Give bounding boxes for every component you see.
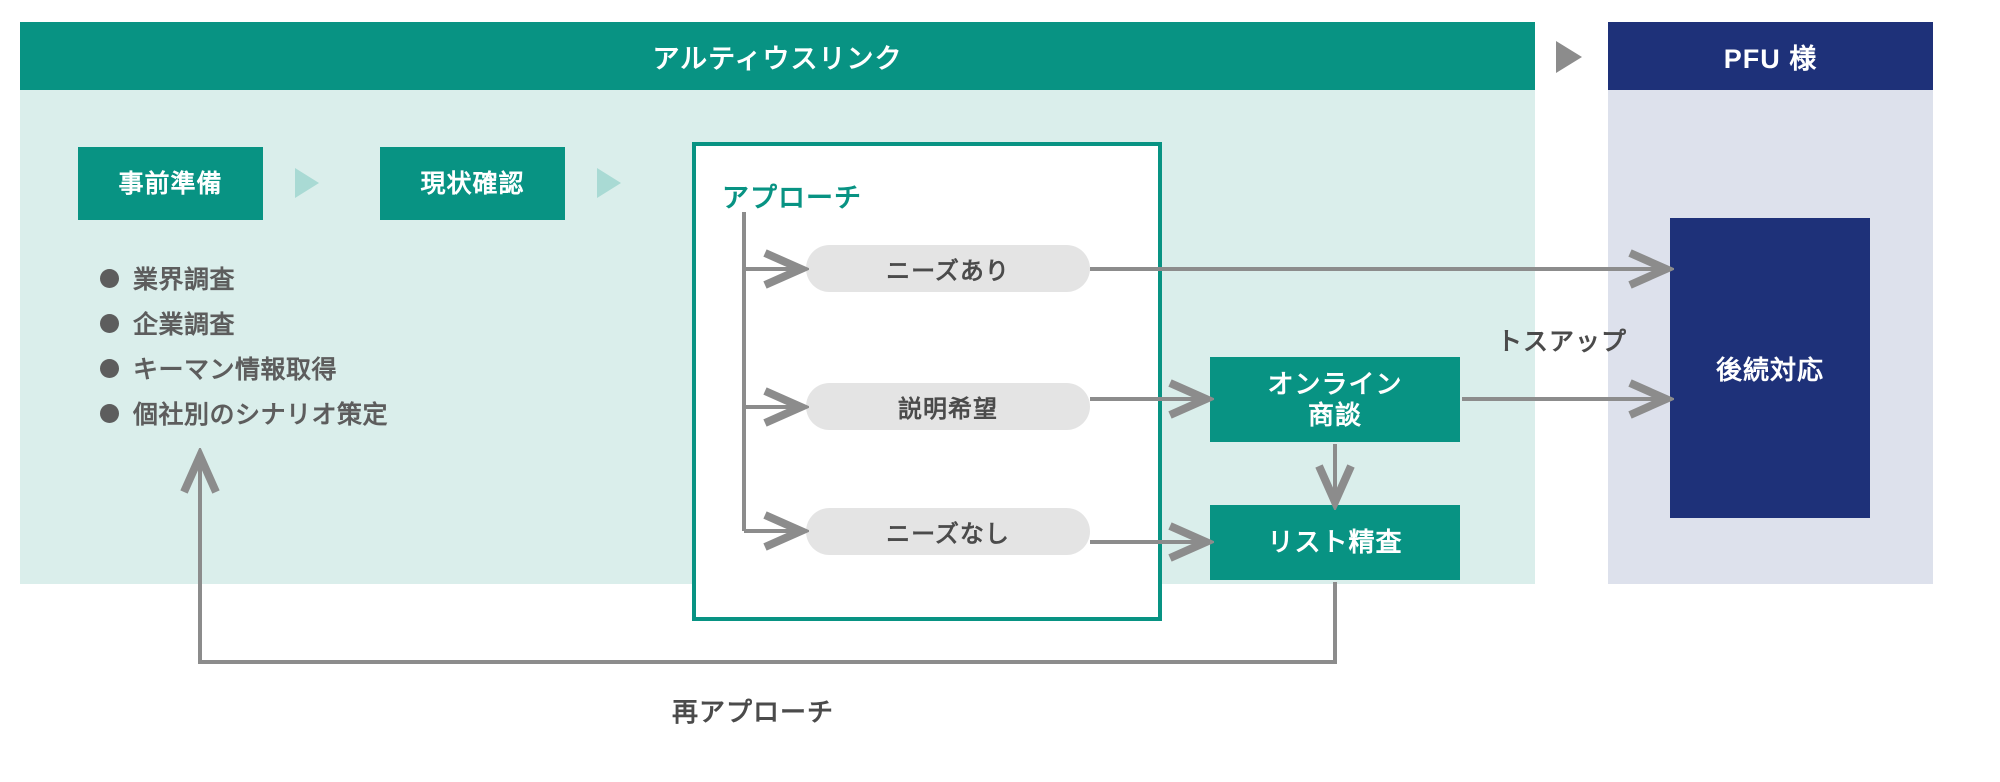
list-item-label: 個社別のシナリオ策定 <box>133 401 389 429</box>
edge-label-toss-up: トスアップ <box>1497 328 1628 356</box>
bullet-dot-icon <box>100 268 119 288</box>
list-item: 業界調査 <box>100 260 530 296</box>
list-item: 個社別のシナリオ策定 <box>100 395 530 431</box>
approach-label: アプローチ <box>722 183 862 213</box>
bullet-dot-icon <box>100 313 119 333</box>
pfu-title: PFU 様 <box>1723 43 1818 74</box>
bullet-dot-icon <box>100 403 119 423</box>
edge-label-re-approach: 再アプローチ <box>672 697 835 727</box>
list-item-label: 企業調査 <box>133 311 236 339</box>
step-current-status-check-label: 現状確認 <box>420 169 525 198</box>
bullet-dot-icon <box>100 358 119 378</box>
action-list-review-label: リスト精査 <box>1267 527 1403 558</box>
action-list-review[interactable]: リスト精査 <box>1210 505 1460 580</box>
step-arrow-triangle-icon-2 <box>597 168 621 198</box>
step-current-status-check[interactable]: 現状確認 <box>380 147 565 220</box>
panel-handoff-triangle-icon <box>1556 41 1582 73</box>
outcome-pill-wants-explanation[interactable]: 説明希望 <box>806 383 1090 430</box>
step-arrow-triangle-icon-1 <box>295 168 319 198</box>
step-prior-preparation[interactable]: 事前準備 <box>78 147 263 220</box>
outcome-pill-needs-no[interactable]: ニーズなし <box>806 508 1090 555</box>
action-online-meeting-label: オンライン商談 <box>1267 368 1403 430</box>
action-online-meeting[interactable]: オンライン商談 <box>1210 357 1460 442</box>
list-item: キーマン情報取得 <box>100 350 530 386</box>
outcome-pill-needs-yes-label: ニーズあり <box>886 258 1010 285</box>
outcome-pill-needs-yes[interactable]: ニーズあり <box>806 245 1090 292</box>
list-item-label: 業界調査 <box>133 266 236 294</box>
pfu-panel-header: PFU 様 <box>1608 22 1933 90</box>
prior-preparation-task-list: 業界調査 企業調査 キーマン情報取得 個社別のシナリオ策定 <box>100 260 530 440</box>
outcome-pill-needs-no-label: ニーズなし <box>886 521 1010 548</box>
altius-link-panel-header: アルティウスリンク <box>20 22 1535 90</box>
altius-link-title: アルティウスリンク <box>652 43 903 74</box>
list-item-label: キーマン情報取得 <box>133 356 338 384</box>
list-item: 企業調査 <box>100 305 530 341</box>
pfu-followup-box[interactable]: 後続対応 <box>1670 218 1870 518</box>
outcome-pill-wants-explanation-label: 説明希望 <box>898 396 998 423</box>
pfu-followup-label: 後続対応 <box>1715 354 1824 385</box>
step-prior-preparation-label: 事前準備 <box>118 169 223 198</box>
